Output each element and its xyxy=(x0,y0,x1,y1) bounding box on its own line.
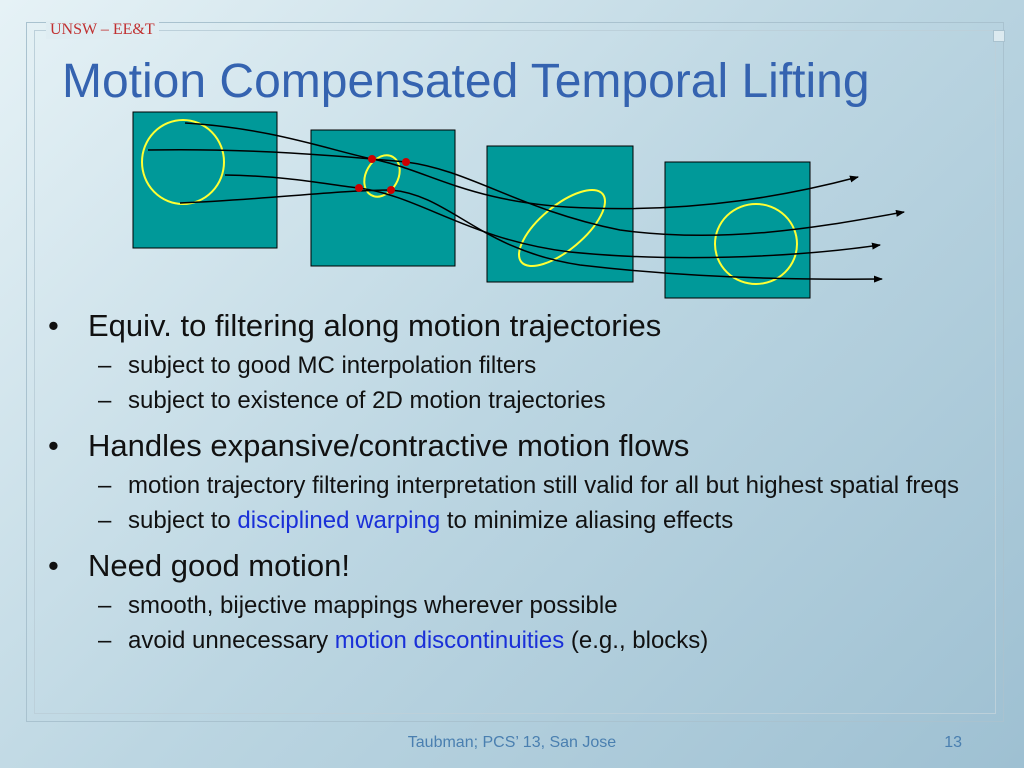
video-frame-1 xyxy=(132,111,278,249)
bullet-text: Handles expansive/contractive motion flo… xyxy=(88,428,690,463)
sub-bullet-text: avoid unnecessary motion discontinuities… xyxy=(128,625,708,656)
sample-point xyxy=(402,158,410,166)
sub-bullet-marker: – xyxy=(98,592,112,619)
bullet-item: • Handles expansive/contractive motion f… xyxy=(44,426,984,466)
sub-bullet-marker: – xyxy=(98,387,112,414)
sub-bullet-text: motion trajectory filtering interpretati… xyxy=(128,472,960,499)
header-tag: UNSW – EE&T xyxy=(46,21,159,39)
slide-frame-outer xyxy=(26,22,1004,722)
bullet-marker: • xyxy=(48,308,59,343)
sub-bullet-item: – subject to existence of 2D motion traj… xyxy=(98,385,984,416)
sub-bullet-text: smooth, bijective mappings wherever poss… xyxy=(128,592,618,619)
disciplined-warping-link[interactable]: disciplined warping xyxy=(237,507,441,534)
sub-bullet-text-suffix: (e.g., blocks) xyxy=(564,627,709,654)
motion-trajectory-2 xyxy=(147,148,905,237)
sub-bullet-text-prefix: subject to xyxy=(128,507,238,534)
sub-bullet-text: subject to existence of 2D motion trajec… xyxy=(128,387,606,414)
motion-discontinuities-link[interactable]: motion discontinuities xyxy=(334,627,565,654)
sample-point xyxy=(368,155,376,163)
object-outline-4 xyxy=(714,203,798,285)
bullet-marker: • xyxy=(48,548,59,583)
motion-trajectory-diagram xyxy=(132,111,905,299)
sub-bullet-item: – subject to good MC interpolation filte… xyxy=(98,350,984,381)
sub-bullet-item: – avoid unnecessary motion discontinuiti… xyxy=(98,625,984,656)
slide-footer: Taubman; PCS’ 13, San Jose xyxy=(407,734,617,751)
bullet-item: • Need good motion! xyxy=(44,546,984,586)
object-outline-3 xyxy=(518,188,606,268)
motion-trajectory-4 xyxy=(179,189,883,283)
bullet-marker: • xyxy=(48,428,59,463)
slide-title: Motion Compensated Temporal Lifting xyxy=(62,55,870,108)
object-outline-1 xyxy=(141,119,225,205)
bullet-item: • Equiv. to filtering along motion traje… xyxy=(44,306,984,346)
page-number: 13 xyxy=(944,734,962,751)
slide-frame-inner xyxy=(34,30,996,714)
sub-bullet-item: – motion trajectory filtering interpreta… xyxy=(98,470,984,501)
bullet-text: Equiv. to filtering along motion traject… xyxy=(88,308,662,343)
sub-bullet-item: – subject to disciplined warping to mini… xyxy=(98,505,984,536)
motion-trajectory-3 xyxy=(224,174,881,259)
sample-point xyxy=(387,186,395,194)
bullet-text: Need good motion! xyxy=(88,548,350,583)
video-frame-2 xyxy=(310,129,456,267)
frame-corner-box xyxy=(993,30,1005,42)
sub-bullet-marker: – xyxy=(98,507,112,534)
sub-bullet-marker: – xyxy=(98,352,112,379)
sub-bullet-item: – smooth, bijective mappings wherever po… xyxy=(98,590,984,621)
motion-trajectory-1 xyxy=(184,122,859,210)
sub-bullet-marker: – xyxy=(98,627,112,654)
sample-point xyxy=(355,184,363,192)
sub-bullet-marker: – xyxy=(98,472,112,499)
sub-bullet-text-prefix: avoid unnecessary xyxy=(128,627,335,654)
sub-bullet-text: subject to good MC interpolation filters xyxy=(128,352,537,379)
sub-bullet-text: subject to disciplined warping to minimi… xyxy=(128,505,733,536)
sub-bullet-text-suffix: to minimize aliasing effects xyxy=(440,507,734,534)
object-outline-2 xyxy=(363,154,401,198)
bullet-list: • Equiv. to filtering along motion traje… xyxy=(44,300,984,656)
